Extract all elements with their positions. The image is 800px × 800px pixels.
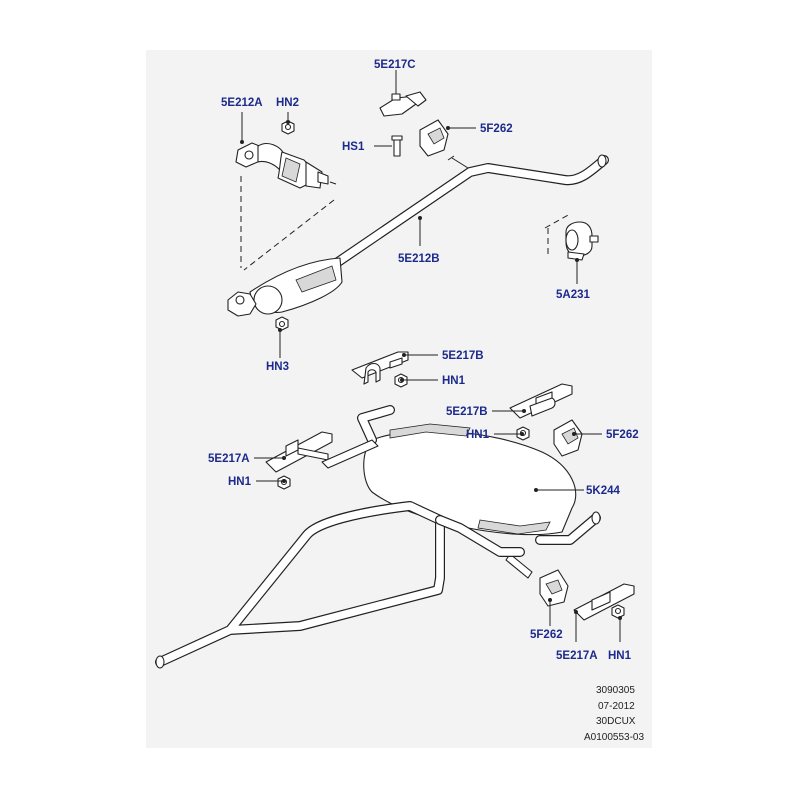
reference-code: 30DCUX bbox=[596, 716, 636, 727]
nut-hn3 bbox=[275, 316, 289, 331]
reference-date: 07-2012 bbox=[598, 701, 635, 712]
nut-hn2 bbox=[281, 120, 295, 135]
label-5a231: 5A231 bbox=[556, 289, 590, 301]
insulator-5f262-bottom bbox=[539, 569, 569, 607]
reference-number: 3090305 bbox=[596, 685, 635, 696]
reference-illustration-id: A0100553-03 bbox=[584, 732, 644, 743]
label-5f262-top: 5F262 bbox=[480, 123, 513, 135]
mounting-rubber-5a231 bbox=[565, 221, 599, 261]
label-hn1-middle: HN1 bbox=[442, 375, 466, 387]
label-5e217a-left: 5E217A bbox=[208, 453, 250, 465]
hanger-5e217a-left bbox=[265, 431, 333, 473]
hanger-5e217b-middle bbox=[351, 351, 409, 385]
label-hn1-right: HN1 bbox=[466, 429, 490, 441]
label-5e217b-middle: 5E217B bbox=[442, 350, 484, 362]
label-5e212a: 5E212A bbox=[221, 97, 263, 109]
label-5e217a-bottom: 5E217A bbox=[556, 650, 598, 662]
catalytic-converter-5e212a bbox=[235, 142, 337, 189]
hanger-5e217b-right bbox=[509, 383, 573, 419]
insulator-5f262-right bbox=[553, 419, 583, 457]
hanger-5e217a-bottom bbox=[573, 583, 635, 621]
leader-lines bbox=[240, 112, 622, 642]
reference-block: 3090305 07-2012 30DCUX A0100553-03 bbox=[584, 685, 644, 743]
label-5e212b: 5E212B bbox=[398, 253, 440, 265]
label-5f262-right: 5F262 bbox=[606, 429, 639, 441]
nut-hn1-bottom bbox=[611, 604, 625, 619]
label-hs1: HS1 bbox=[342, 141, 365, 153]
label-5f262-bottom: 5F262 bbox=[530, 629, 563, 641]
rear-y-pipe bbox=[155, 501, 525, 669]
label-5e217b-right: 5E217B bbox=[446, 406, 488, 418]
bolt-hs1 bbox=[374, 135, 403, 157]
label-hn1-bottom: HN1 bbox=[608, 650, 632, 662]
label-hn1-left: HN1 bbox=[228, 476, 252, 488]
insulator-5f262-top bbox=[419, 119, 449, 157]
bracket-5e217c bbox=[379, 70, 427, 117]
label-hn2: HN2 bbox=[276, 97, 299, 109]
label-hn3: HN3 bbox=[266, 361, 289, 373]
front-pipe-5e212b bbox=[227, 154, 609, 317]
label-5k244: 5K244 bbox=[586, 485, 620, 497]
label-5e217c: 5E217C bbox=[374, 59, 416, 71]
